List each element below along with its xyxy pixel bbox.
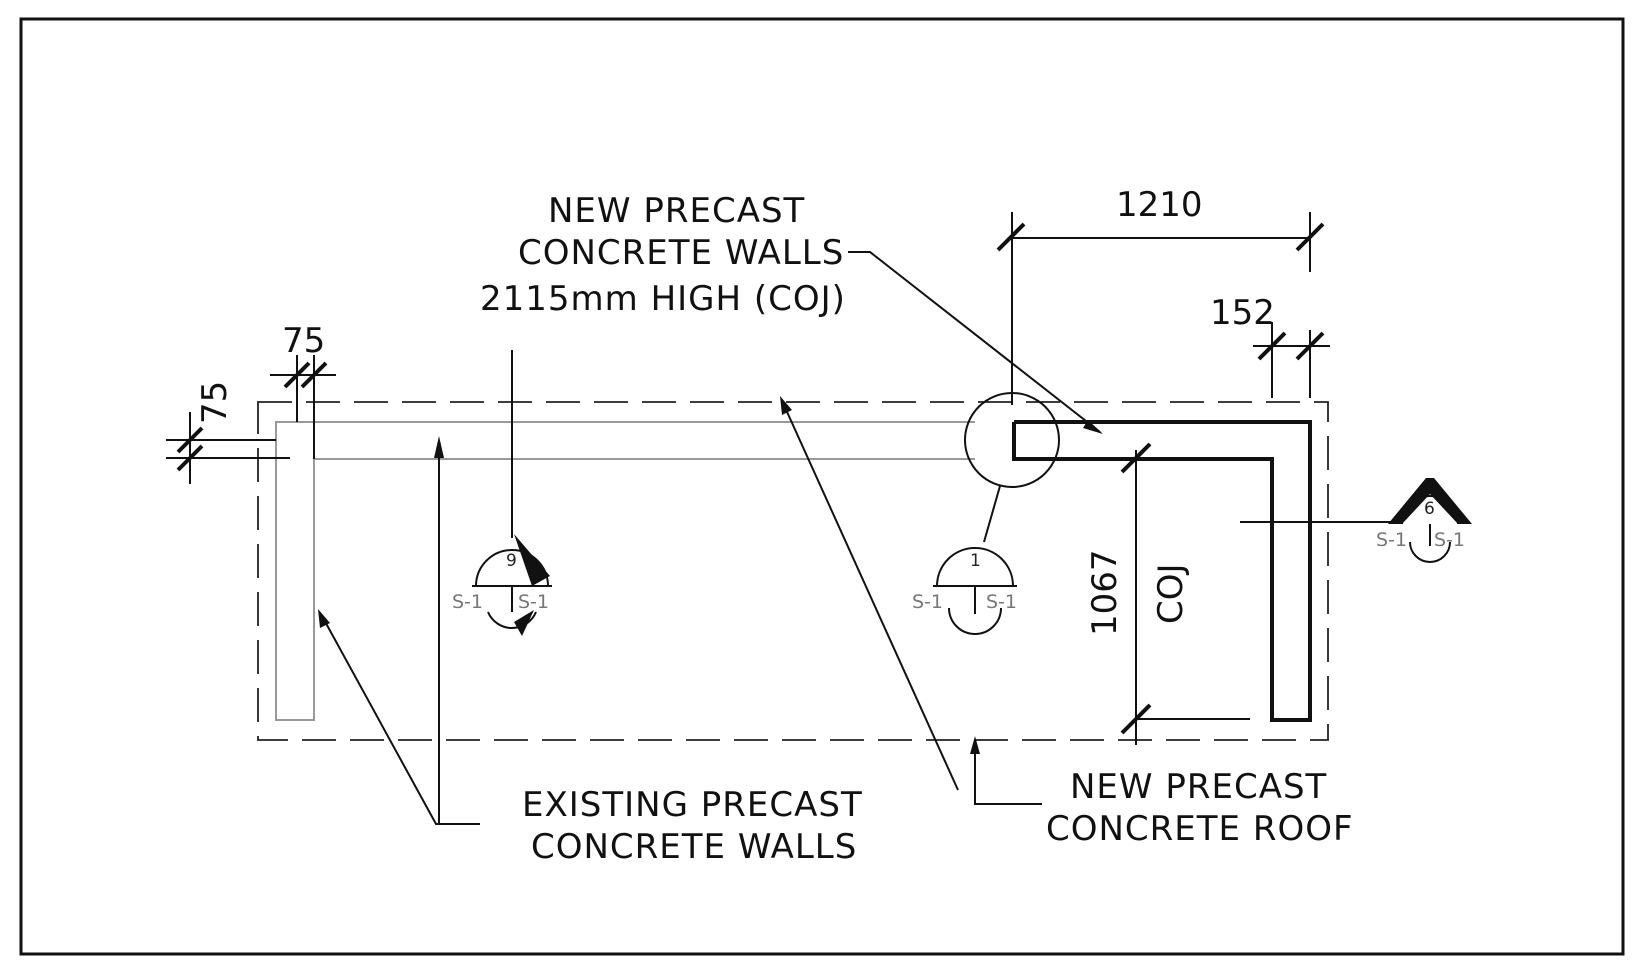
new-walls xyxy=(1012,420,1312,722)
leaders xyxy=(318,251,1103,825)
drawing-border xyxy=(19,17,1625,956)
detail-circle xyxy=(964,392,1060,543)
tag-6-number: 6 xyxy=(1424,499,1435,519)
tag-9-number: 9 xyxy=(506,551,517,571)
dim-75-top-text: 75 xyxy=(282,321,325,361)
coj-text: COJ xyxy=(1151,563,1191,624)
existing-walls xyxy=(275,421,975,721)
dim-75-left-text: 75 xyxy=(195,381,235,424)
section-tag-1 xyxy=(933,547,1017,635)
dim-1210-text: 1210 xyxy=(1116,185,1203,225)
dimension-75-left xyxy=(166,412,290,484)
section-tag-6 xyxy=(1388,478,1472,563)
tag-1-left: S-1 xyxy=(912,591,943,613)
new-roof-label-2: CONCRETE ROOF xyxy=(1046,809,1354,849)
new-walls-label-3: 2115mm HIGH (COJ) xyxy=(480,279,846,319)
existing-walls-label-1: EXISTING PRECAST xyxy=(522,785,863,825)
section-tag-9 xyxy=(472,350,552,636)
dimension-152 xyxy=(1253,322,1330,398)
new-walls-label-1: NEW PRECAST xyxy=(548,191,805,231)
tag-1-right: S-1 xyxy=(986,591,1017,613)
tag-9-left: S-1 xyxy=(452,591,483,613)
tag-1-number: 1 xyxy=(970,551,981,571)
dimension-1210 xyxy=(996,212,1325,405)
tag-9-right: S-1 xyxy=(518,591,549,613)
new-roof-label-1: NEW PRECAST xyxy=(1070,767,1327,807)
roof-outline-dashed xyxy=(257,401,1329,741)
tag-6-left: S-1 xyxy=(1376,529,1407,551)
dimension-75-top xyxy=(270,355,336,459)
new-walls-label-2: CONCRETE WALLS xyxy=(518,233,844,273)
existing-walls-label-2: CONCRETE WALLS xyxy=(531,827,857,867)
dim-152-text: 152 xyxy=(1210,293,1275,333)
dim-1067-text: 1067 xyxy=(1085,549,1125,636)
dimension-1067 xyxy=(1120,442,1152,745)
tag-6-right: S-1 xyxy=(1434,529,1465,551)
